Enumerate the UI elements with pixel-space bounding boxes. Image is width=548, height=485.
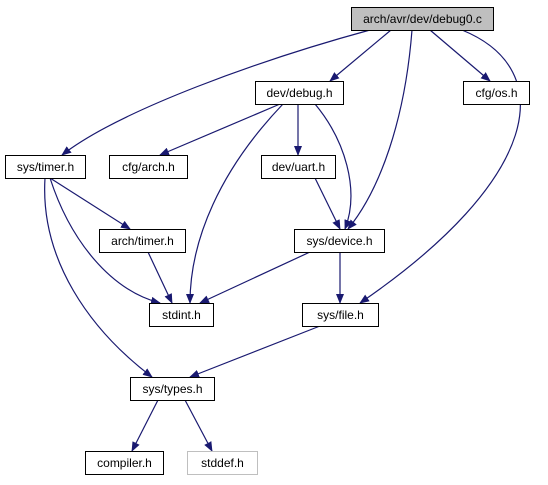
node-box (294, 229, 385, 253)
node-dev-debug[interactable]: dev/debug.h (255, 81, 344, 105)
node-root: arch/avr/dev/debug0.c (351, 7, 494, 31)
node-arch-timer[interactable]: arch/timer.h (99, 229, 186, 253)
node-label: sys/file.h (317, 308, 364, 322)
node-box (261, 155, 336, 179)
node-label: dev/debug.h (266, 86, 332, 100)
node-box (5, 155, 86, 179)
node-box (255, 81, 344, 105)
node-box (351, 7, 494, 31)
edge-arch-timer-to-stdint (147, 251, 173, 304)
node-box (302, 303, 379, 327)
edge-dev-debug-to-cfg-arch (159, 103, 281, 156)
node-dev-uart[interactable]: dev/uart.h (261, 155, 336, 179)
edge-sys-types-to-compiler (131, 399, 159, 452)
node-box (149, 303, 214, 327)
node-box (463, 81, 530, 105)
node-cfg-os[interactable]: cfg/os.h (463, 81, 530, 105)
node-sys-timer[interactable]: sys/timer.h (5, 155, 86, 179)
edge-root-to-sys-file (359, 29, 521, 304)
edge-sys-timer-to-stdint (49, 177, 161, 305)
edge-sys-timer-to-sys-types (44, 177, 153, 378)
edge-root-to-sys-device (347, 29, 413, 230)
edge-sys-timer-to-arch-timer (49, 177, 131, 230)
node-label: arch/avr/dev/debug0.c (363, 12, 482, 26)
edge-dev-debug-to-sys-device (314, 103, 352, 230)
node-label: stdint.h (162, 308, 201, 322)
node-label: sys/timer.h (17, 160, 74, 174)
node-box (109, 155, 188, 179)
nodes-layer: arch/avr/dev/debug0.c dev/debug.h cfg/os.h… (5, 7, 530, 475)
node-box (85, 451, 164, 475)
node-label: stddef.h (201, 456, 244, 470)
edge-root-to-dev-debug (329, 29, 392, 82)
node-box (130, 377, 215, 401)
node-label: sys/device.h (306, 234, 372, 248)
node-sys-types[interactable]: sys/types.h (130, 377, 215, 401)
node-cfg-arch[interactable]: cfg/arch.h (109, 155, 188, 179)
node-box (99, 229, 186, 253)
edge-dev-uart-to-sys-device (314, 177, 341, 230)
edge-sys-types-to-stddef (184, 399, 213, 452)
node-sys-device[interactable]: sys/device.h (294, 229, 385, 253)
node-sys-file[interactable]: sys/file.h (302, 303, 379, 327)
edge-sys-file-to-sys-types (189, 325, 321, 378)
edge-dev-debug-to-stdint (186, 103, 284, 304)
edge-root-to-sys-timer (61, 29, 371, 156)
node-label: cfg/arch.h (122, 160, 175, 174)
node-label: sys/types.h (142, 382, 202, 396)
node-label: cfg/os.h (475, 86, 517, 100)
node-label: dev/uart.h (272, 160, 325, 174)
node-compiler[interactable]: compiler.h (85, 451, 164, 475)
edge-root-to-cfg-os (429, 29, 491, 82)
node-label: arch/timer.h (111, 234, 174, 248)
edge-sys-device-to-stdint (199, 251, 311, 304)
node-stddef[interactable]: stddef.h (187, 451, 258, 475)
edges-layer (44, 29, 521, 452)
node-box (187, 451, 258, 475)
node-stdint[interactable]: stdint.h (149, 303, 214, 327)
node-label: compiler.h (97, 456, 152, 470)
